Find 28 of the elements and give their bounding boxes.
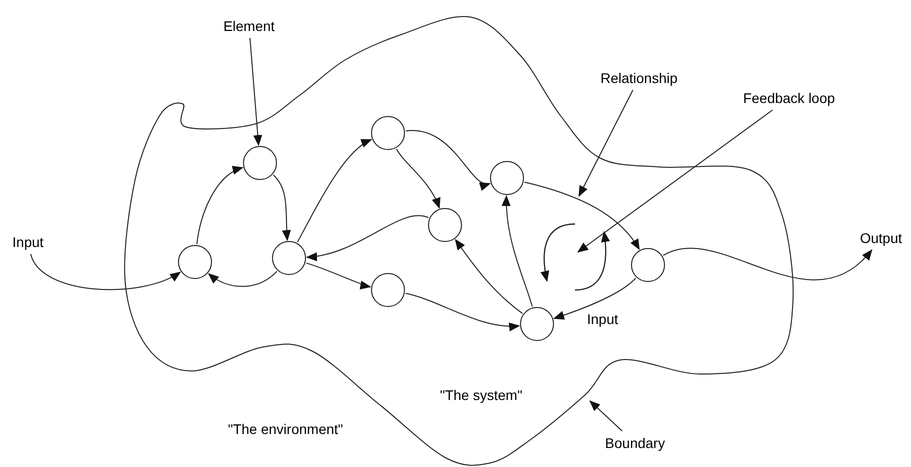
leader-line [589,400,623,432]
edge-label: Input [585,312,620,326]
arrow [249,38,262,146]
leader-line [578,90,634,197]
arrow [296,139,372,243]
arrow [272,174,292,242]
leader-line [577,110,774,253]
region-label: "The environment" [228,422,343,436]
callout-text: Input [12,235,44,249]
callout-text: Boundary [605,436,665,450]
arrow [524,182,640,250]
arrow [405,130,491,188]
arrow [454,238,523,314]
arrow [662,248,872,280]
callout-text: Feedback loop [743,91,835,105]
callout-text: Element [223,19,275,33]
arrow [208,270,278,287]
arrow [30,254,182,290]
arrow [306,215,430,261]
region-label: "The system" [440,388,522,402]
callout-text: Output [860,231,902,245]
arrow [306,262,372,289]
callout-text: Relationship [600,71,678,85]
arrow [396,148,440,209]
arrow [502,195,533,308]
arrow [196,166,244,245]
arrow [553,278,636,320]
arrow [405,292,520,331]
